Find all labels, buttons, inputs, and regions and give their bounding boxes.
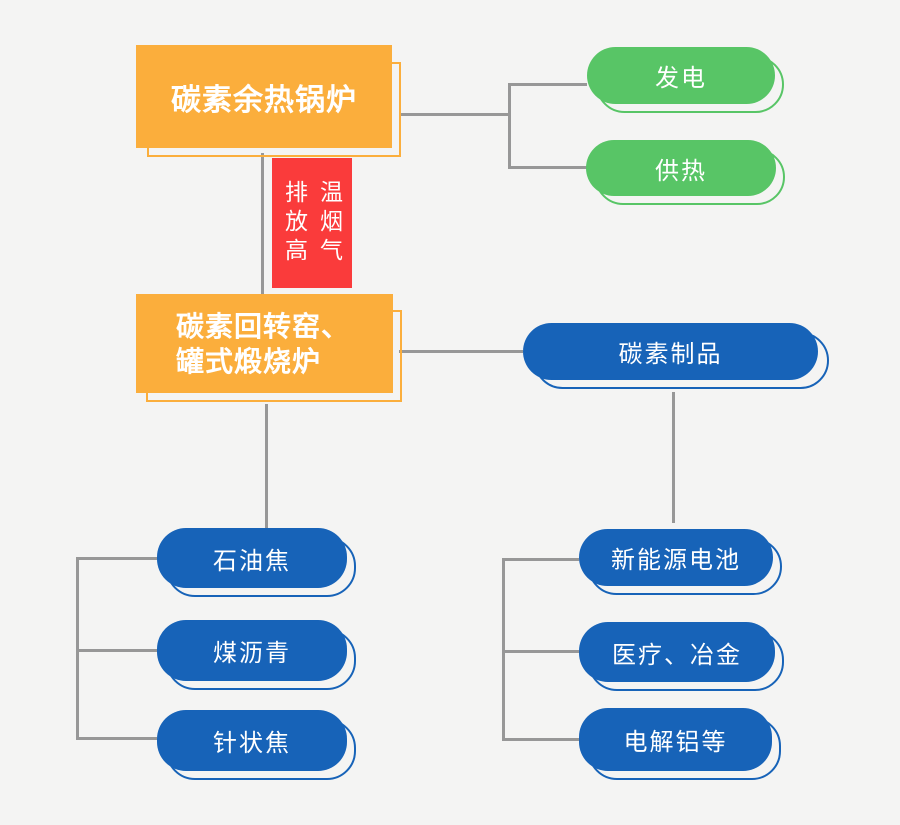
node-petroleum-coke-label: 石油焦 — [213, 547, 291, 575]
node-coal-pitch: 煤沥青 — [157, 620, 347, 681]
node-needle-coke-label: 针状焦 — [213, 730, 291, 757]
node-power-generation-label: 发电 — [655, 65, 707, 92]
connector-fork-to-heating — [508, 166, 587, 169]
connector-boiler-to-kiln — [261, 153, 264, 294]
connector-right-bracket — [502, 558, 505, 741]
connector-to-battery — [502, 558, 579, 561]
node-rotary-kiln: 碳素回转窑、 罐式煅烧炉 — [136, 294, 393, 393]
node-petroleum-coke: 石油焦 — [157, 528, 347, 588]
connector-fork-vertical — [508, 83, 511, 169]
node-heat-supply-label: 供热 — [655, 157, 707, 185]
node-rotary-kiln-line1: 碳素回转窑、 — [176, 310, 351, 342]
node-carbon-products-label: 碳素制品 — [618, 341, 723, 368]
node-flue-gas-column-left: 排放高 — [281, 179, 308, 267]
connector-kiln-to-products — [399, 350, 523, 353]
node-electrolytic-aluminum-label: 电解铝等 — [623, 729, 728, 756]
connector-boiler-to-fork — [400, 113, 508, 116]
connector-to-petroleum-coke — [76, 557, 157, 560]
node-flue-gas-column-right: 温烟气 — [316, 179, 343, 267]
connector-to-medical — [502, 650, 579, 653]
connector-to-coal-pitch — [76, 649, 157, 652]
node-flue-gas: 排放高 温烟气 — [272, 158, 352, 288]
node-waste-heat-boiler-label: 碳素余热锅炉 — [171, 83, 357, 117]
connector-to-needle-coke — [76, 737, 157, 740]
connector-products-down — [672, 392, 675, 523]
node-new-energy-battery-label: 新能源电池 — [611, 547, 741, 574]
connector-kiln-down — [265, 404, 268, 528]
connector-to-aluminum — [502, 738, 579, 741]
connector-fork-to-power — [508, 83, 587, 86]
node-new-energy-battery: 新能源电池 — [579, 529, 773, 586]
node-rotary-kiln-line2: 罐式煅烧炉 — [176, 345, 322, 377]
node-medical-metallurgy-label: 医疗、冶金 — [612, 641, 742, 669]
connector-left-bracket — [76, 557, 79, 740]
node-electrolytic-aluminum: 电解铝等 — [579, 708, 772, 771]
node-medical-metallurgy: 医疗、冶金 — [579, 622, 775, 682]
node-carbon-products: 碳素制品 — [523, 323, 818, 380]
node-power-generation: 发电 — [587, 47, 775, 104]
node-heat-supply: 供热 — [586, 140, 776, 196]
node-waste-heat-boiler: 碳素余热锅炉 — [136, 45, 392, 148]
node-coal-pitch-label: 煤沥青 — [213, 640, 291, 667]
node-needle-coke: 针状焦 — [157, 710, 347, 771]
